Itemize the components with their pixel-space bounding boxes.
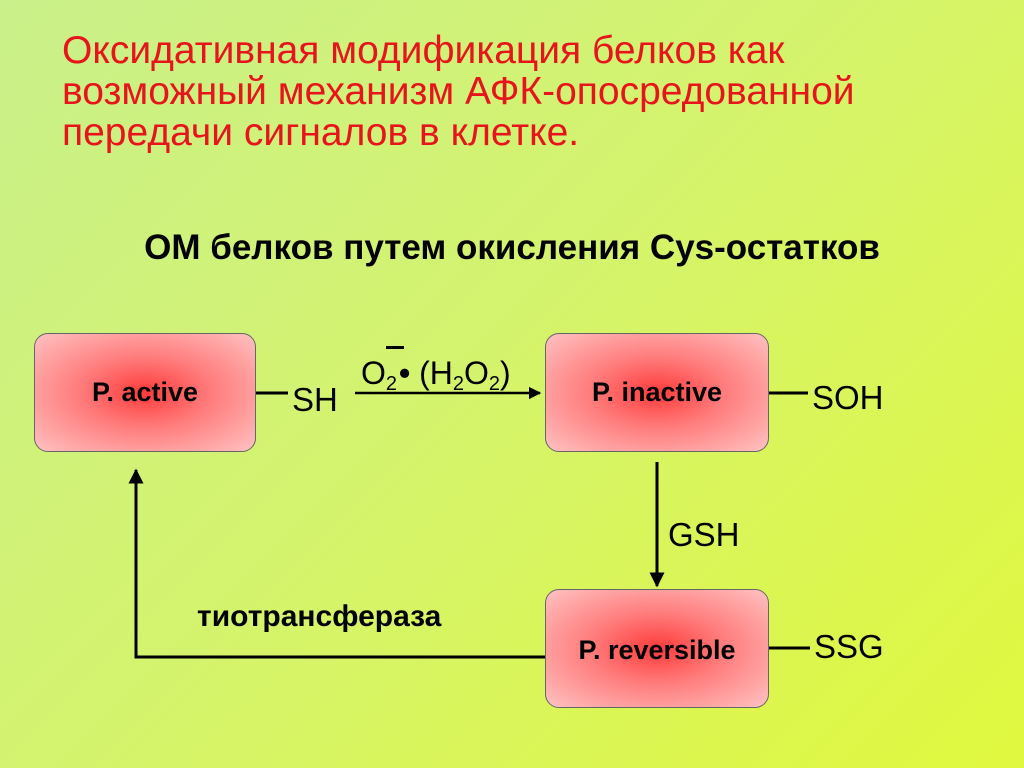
protein-active-box: P. active (34, 333, 256, 452)
peroxide-mid: O (464, 355, 489, 391)
sulfenic-group-label: SOH (812, 379, 884, 416)
protein-reversible-box: P. reversible (545, 589, 769, 708)
superoxide-subscript: 2 (385, 373, 398, 395)
title-line-1: Оксидативная модификация белков как (62, 29, 785, 72)
protein-inactive-box: P. inactive (545, 333, 769, 452)
title-line-2: возможный механизм АФК-опосредованной (62, 70, 855, 113)
peroxide-subscript-1: 2 (452, 373, 464, 395)
slide-title: Оксидативная модификация белков как возм… (62, 30, 1002, 153)
slide-subtitle: ОМ белков путем окисления Cys-остатков (144, 228, 880, 267)
peroxide-subscript-2: 2 (488, 373, 501, 395)
superoxide-charge-mark (386, 346, 404, 349)
glutathione-label: GSH (668, 516, 740, 553)
title-line-3: передачи сигналов в клетке. (62, 111, 580, 154)
superoxide-radical-dot: • (399, 355, 411, 391)
peroxide-open: (H (419, 355, 453, 391)
peroxide-close: ) (500, 355, 511, 391)
glutathionyl-group-label: SSG (814, 628, 884, 665)
reduction-return-arrow (128, 468, 545, 659)
superoxide-base: O (361, 355, 386, 391)
enzyme-label: тиотрансфераза (197, 600, 442, 633)
oxidant-label: O2• (H2O2) (361, 357, 511, 394)
thiol-group-label: SH (292, 381, 338, 418)
